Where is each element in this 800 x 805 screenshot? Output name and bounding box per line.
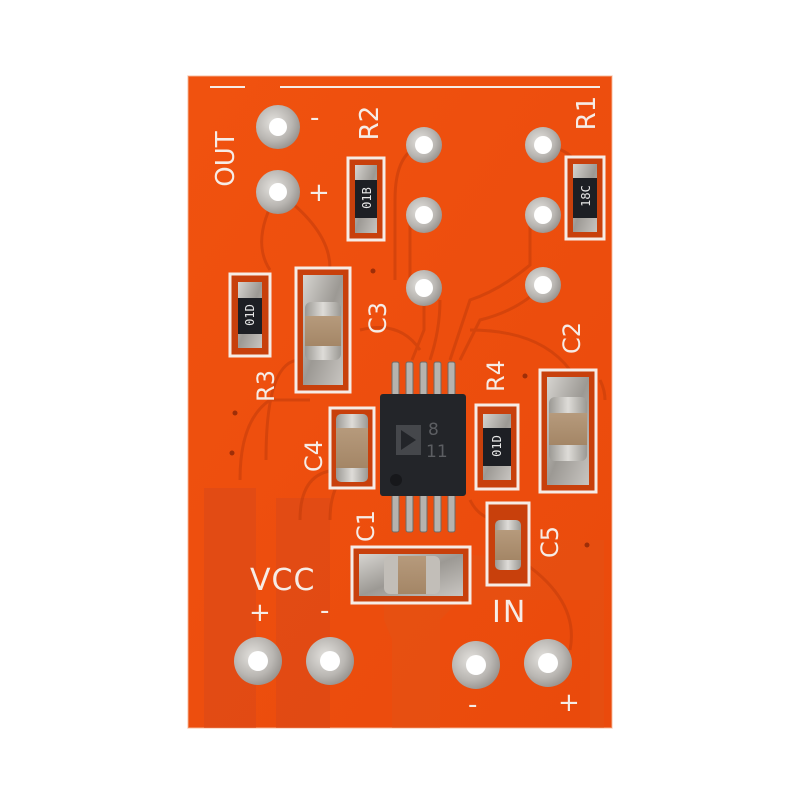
label-c5: C5 xyxy=(536,525,564,559)
pad-out-plus xyxy=(256,170,300,214)
resistor-r1 xyxy=(564,155,606,241)
ic-chip xyxy=(380,394,466,496)
label-c2: C2 xyxy=(558,321,586,355)
label-in-plus: + xyxy=(558,688,580,718)
capacitor-c5 xyxy=(485,501,531,587)
label-c1: C1 xyxy=(352,509,380,543)
pad-vcc-plus xyxy=(234,637,282,685)
pad-r1-mid xyxy=(525,197,561,233)
pad-r2-mid xyxy=(406,197,442,233)
capacitor-c1 xyxy=(350,545,472,605)
resistor-r4 xyxy=(474,403,520,491)
label-vcc: VCC xyxy=(250,563,316,598)
pad-out-minus xyxy=(256,105,300,149)
capacitor-c3 xyxy=(294,266,352,394)
capacitor-c2 xyxy=(538,368,598,494)
label-c3: C3 xyxy=(364,301,392,335)
label-in: IN xyxy=(492,595,528,630)
pad-vcc-minus xyxy=(306,637,354,685)
r1-marking: 18C xyxy=(579,185,593,207)
r3-marking: 01D xyxy=(243,304,257,326)
vias xyxy=(229,268,590,548)
capacitor-c4 xyxy=(328,406,376,490)
label-out: OUT xyxy=(211,131,241,187)
ic-leads xyxy=(391,361,456,533)
pad-in-plus xyxy=(524,639,572,687)
label-vcc-plus: + xyxy=(249,598,271,628)
label-in-minus: - xyxy=(468,690,478,720)
r4-marking: 01D xyxy=(490,435,504,457)
label-out-minus: - xyxy=(310,103,320,133)
pad-r2-bot xyxy=(406,270,442,306)
through-hole-pads xyxy=(234,105,572,689)
label-vcc-minus: - xyxy=(320,596,330,626)
label-c4: C4 xyxy=(300,439,328,473)
pad-r1-top xyxy=(525,127,561,163)
label-r1: R1 xyxy=(572,95,602,131)
label-out-plus: + xyxy=(308,178,330,208)
label-r2: R2 xyxy=(355,105,385,141)
ic-marking-line1: 8 xyxy=(428,420,439,440)
resistor-r2 xyxy=(346,156,386,242)
label-r4: R4 xyxy=(482,360,510,392)
pad-r1-bot xyxy=(525,267,561,303)
ic-marking-line2: 11 xyxy=(426,442,448,462)
r2-marking: 01B xyxy=(360,187,374,209)
pad-r2-top xyxy=(406,127,442,163)
pad-in-minus xyxy=(452,641,500,689)
resistor-r3 xyxy=(228,272,272,358)
label-r3: R3 xyxy=(252,370,280,402)
